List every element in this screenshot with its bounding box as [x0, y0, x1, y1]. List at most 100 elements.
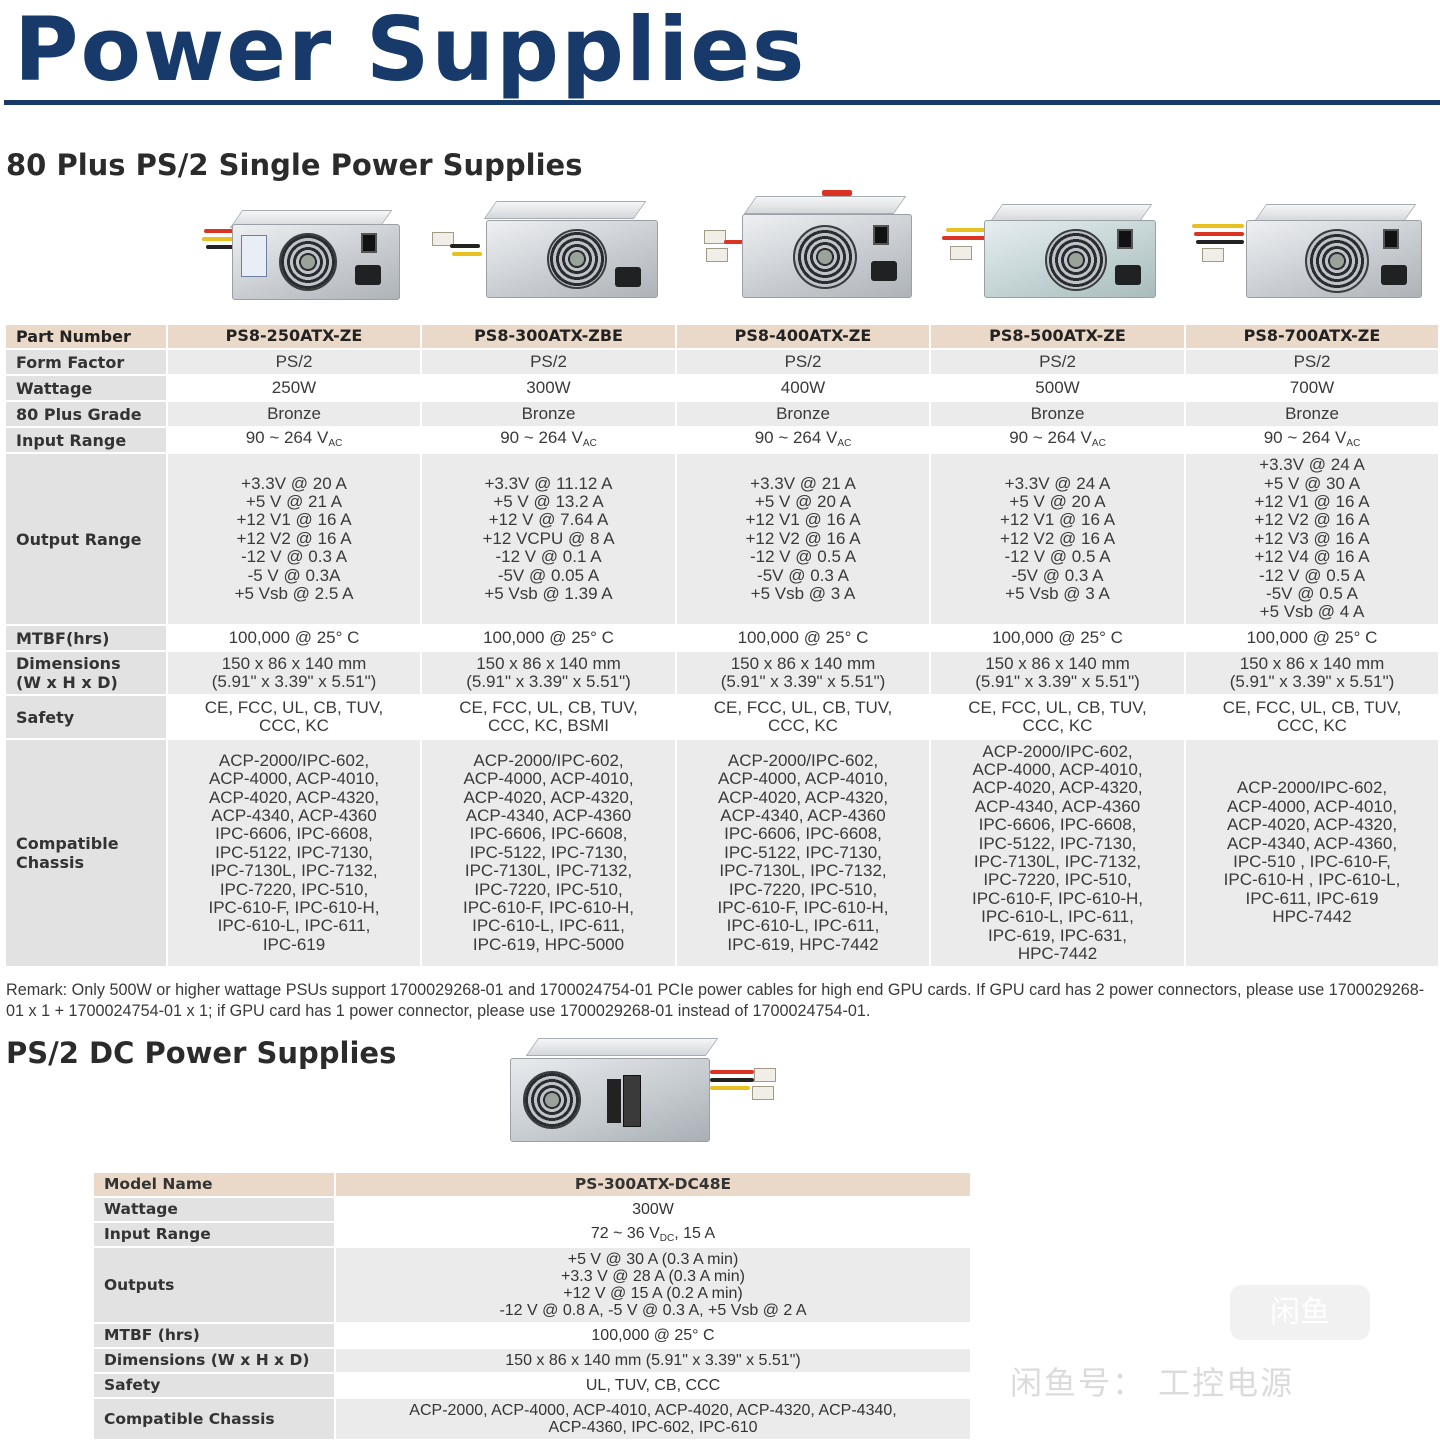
- cell-line: CCC, KC: [259, 716, 329, 735]
- cell-line: CE, FCC, UL, CB, TUV,: [459, 697, 638, 717]
- cell-line: IPC-5122, IPC-7130,: [978, 833, 1137, 853]
- page-title: Power Supplies: [14, 0, 807, 101]
- cell-line: ACP-4020, ACP-4320,: [717, 787, 889, 807]
- cell-line: CCC, KC: [768, 716, 838, 735]
- table-row: Outputs +5 V @ 30 A (0.3 A min)+3.3 V @ …: [94, 1248, 972, 1324]
- row-label: Wattage: [6, 376, 168, 402]
- row-label: Dimensions(W x H x D): [6, 652, 168, 696]
- cell-line: IPC-610-F, IPC-610-H,: [972, 888, 1143, 908]
- table-cell: ACP-2000/IPC-602,ACP-4000, ACP-4010,ACP-…: [931, 740, 1186, 968]
- cell-line: +5 Vsb @ 2.5 A: [234, 584, 354, 604]
- cell-line: IPC-6606, IPC-6608,: [978, 815, 1137, 835]
- row-label: MTBF(hrs): [6, 626, 168, 652]
- cell-line: CCC, KC: [1277, 716, 1347, 735]
- table-cell: CE, FCC, UL, CB, TUV,CCC, KC: [931, 696, 1186, 740]
- table-cell: +3.3V @ 21 A+5 V @ 20 A+12 V1 @ 16 A+12 …: [677, 454, 931, 626]
- table-cell: Bronze: [677, 402, 931, 428]
- cell-line: IPC-619, HPC-5000: [472, 934, 625, 954]
- table-cell: 90 ~ 264 VAC: [677, 428, 931, 454]
- table-cell: 400W: [677, 376, 931, 402]
- row-label: Dimensions (W x H x D): [94, 1349, 336, 1374]
- cell-line: IPC-5122, IPC-7130,: [724, 842, 882, 862]
- watermark-logo: 闲鱼: [1230, 1285, 1370, 1340]
- cell-line: ACP-2000/IPC-602,: [218, 750, 370, 770]
- cell-line: IPC-611, IPC-619: [1245, 888, 1379, 908]
- model-cell: PS8-500ATX-ZE: [931, 325, 1186, 350]
- table-cell: 90 ~ 264 VAC: [1186, 428, 1440, 454]
- table-cell: PS/2: [168, 350, 422, 376]
- cell-line: IPC-5122, IPC-7130,: [469, 842, 628, 862]
- psu-image-dc: [510, 1034, 780, 1142]
- cell-line: +5 V @ 13.2 A: [493, 491, 604, 511]
- table-row: 80 Plus Grade Bronze Bronze Bronze Bronz…: [6, 402, 1440, 428]
- cell-line: -5V @ 0.3 A: [1011, 565, 1104, 585]
- table-cell: Bronze: [168, 402, 422, 428]
- row-label: 80 Plus Grade: [6, 402, 168, 428]
- table-cell: 100,000 @ 25° C: [677, 626, 931, 652]
- cell-line: -5 V @ 0.3A: [247, 565, 341, 585]
- row-label: Input Range: [94, 1223, 336, 1248]
- cell-line: +5 V @ 20 A: [1009, 491, 1106, 511]
- cell-line: IPC-619: [262, 934, 326, 954]
- cell-line: +5 Vsb @ 3 A: [750, 584, 856, 604]
- table-cell: 150 x 86 x 140 mm (5.91" x 3.39" x 5.51"…: [336, 1349, 972, 1374]
- table-row: Form Factor PS/2 PS/2 PS/2 PS/2 PS/2: [6, 350, 1440, 376]
- cell-line: +5 Vsb @ 4 A: [1259, 602, 1365, 622]
- cell-line: -12 V @ 0.8 A, -5 V @ 0.3 A, +5 Vsb @ 2 …: [499, 1302, 807, 1319]
- cell-line: -5V @ 0.3 A: [757, 565, 849, 585]
- cell-line: CE, FCC, UL, CB, TUV,: [968, 697, 1147, 717]
- table-cell: ACP-2000/IPC-602,ACP-4000, ACP-4010,ACP-…: [422, 740, 677, 968]
- cell-line: +5 V @ 21 A: [245, 491, 343, 511]
- cell-line: HPC-7442: [1272, 907, 1352, 927]
- row-label: Safety: [6, 696, 168, 740]
- table-cell: 150 x 86 x 140 mm(5.91" x 3.39" x 5.51"): [931, 652, 1186, 696]
- row-label: MTBF (hrs): [94, 1324, 336, 1349]
- model-cell: PS8-300ATX-ZBE: [422, 325, 677, 350]
- cell-line: IPC-7130L, IPC-7132,: [719, 861, 887, 881]
- table-row: Model Name PS-300ATX-DC48E: [94, 1173, 972, 1198]
- cell-line: ACP-4020, ACP-4320,: [463, 787, 634, 807]
- table-row: Safety CE, FCC, UL, CB, TUV,CCC, KC CE, …: [6, 696, 1440, 740]
- cell-line: ACP-2000/IPC-602,: [1236, 778, 1388, 798]
- row-label: Outputs: [94, 1248, 336, 1324]
- cell-line: +3.3V @ 11.12 A: [484, 473, 613, 493]
- table-row: Wattage 300W: [94, 1198, 972, 1223]
- psu-image-400w: [700, 190, 912, 298]
- cell-line: +12 V1 @ 16 A: [1254, 491, 1370, 511]
- cell-line: ACP-4000, ACP-4010,: [972, 759, 1143, 779]
- table-cell: PS/2: [1186, 350, 1440, 376]
- row-label: Input Range: [6, 428, 168, 454]
- table-cell: Bronze: [931, 402, 1186, 428]
- cell-line: IPC-610-F, IPC-610-H,: [208, 898, 380, 918]
- cell-line: HPC-7442: [1017, 944, 1098, 964]
- cell-line: +12 V1 @ 16 A: [236, 510, 352, 530]
- table-cell: CE, FCC, UL, CB, TUV,CCC, KC, BSMI: [422, 696, 677, 740]
- row-label: Form Factor: [6, 350, 168, 376]
- cell-line: +5 V @ 30 A (0.3 A min): [567, 1251, 739, 1268]
- cell-line: IPC-7220, IPC-510,: [728, 879, 878, 899]
- row-label: Wattage: [94, 1198, 336, 1223]
- table-cell: 250W: [168, 376, 422, 402]
- row-label: Part Number: [6, 325, 168, 350]
- cell-line: -12 V @ 0.3 A: [240, 547, 348, 567]
- cell-line: +5 V @ 30 A: [1263, 473, 1361, 493]
- table-cell: CE, FCC, UL, CB, TUV,CCC, KC: [168, 696, 422, 740]
- table-cell: 100,000 @ 25° C: [168, 626, 422, 652]
- cell-line: +3.3V @ 24 A: [1259, 455, 1365, 475]
- table-cell: 300W: [422, 376, 677, 402]
- cell-line: -5V @ 0.5 A: [1266, 584, 1358, 604]
- table-row: Dimensions(W x H x D) 150 x 86 x 140 mm(…: [6, 652, 1440, 696]
- table-row: Input Range 72 ~ 36 VDC, 15 A: [94, 1223, 972, 1248]
- cell-line: +12 V2 @ 16 A: [745, 528, 861, 548]
- cell-line: +12 V1 @ 16 A: [999, 510, 1116, 530]
- section-title-ac: 80 Plus PS/2 Single Power Supplies: [6, 148, 583, 182]
- table-cell: Bronze: [1186, 402, 1440, 428]
- cell-line: IPC-7220, IPC-510,: [474, 879, 623, 899]
- cell-line: +12 V3 @ 16 A: [1254, 528, 1370, 548]
- cell-line: -12 V @ 0.5 A: [1258, 565, 1366, 585]
- table-cell: 100,000 @ 25° C: [931, 626, 1186, 652]
- cell-line: ACP-4020, ACP-4320,: [1226, 815, 1398, 835]
- cell-line: +12 V @ 15 A (0.2 A min): [563, 1285, 743, 1302]
- psu-image-300w: [430, 198, 658, 298]
